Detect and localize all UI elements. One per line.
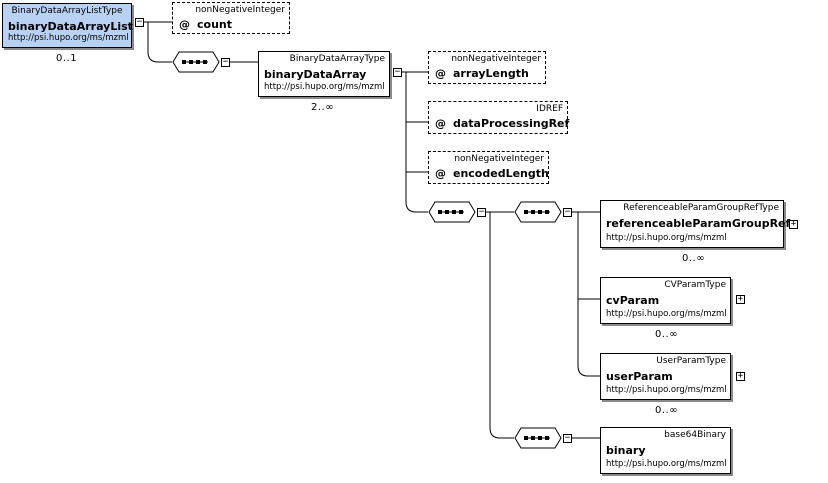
binary-data-array-cardinality: 2..∞ [311,102,335,113]
attribute-type: nonNegativeInteger [195,5,285,15]
binary-data-array-element[interactable]: BinaryDataArrayType binaryDataArray http… [258,51,390,97]
cv-param-element[interactable]: CVParamType cvParam http://psi.hupo.org/… [600,277,731,324]
user-param-cardinality: 0..∞ [655,405,679,416]
encoded-length-attribute[interactable]: nonNegativeInteger @ encodedLength [428,151,549,184]
element-type: BinaryDataArrayListType [11,6,123,16]
attribute-type: nonNegativeInteger [451,54,541,64]
array-length-attribute[interactable]: nonNegativeInteger @ arrayLength [428,51,546,84]
element-namespace: http://psi.hupo.org/ms/mzml [8,33,129,43]
sequence-compositor-icon[interactable] [172,51,220,73]
cv-param-cardinality: 0..∞ [655,329,679,340]
element-name: userParam [606,370,673,383]
element-namespace: http://psi.hupo.org/ms/mzml [606,385,727,395]
attribute-name: arrayLength [453,67,529,80]
expand-toggle-referenceable-param-group-ref[interactable]: + [789,219,798,229]
sequence-compositor-icon[interactable] [514,427,562,449]
collapse-toggle-binary-data-array[interactable]: − [393,67,402,77]
root-cardinality: 0..1 [56,53,78,64]
element-type: base64Binary [664,430,726,440]
element-namespace: http://psi.hupo.org/ms/mzml [606,309,727,319]
attribute-type: nonNegativeInteger [454,154,544,164]
attribute-name: dataProcessingRef [453,117,570,130]
attribute-name: encodedLength [453,167,549,180]
referenceable-param-group-ref-cardinality: 0..∞ [682,253,706,264]
sequence-compositor-icon[interactable] [514,201,562,223]
collapse-toggle-sequence-3[interactable]: − [563,207,572,217]
collapse-toggle-sequence-2[interactable]: − [477,207,486,217]
collapse-toggle-sequence-1[interactable]: − [221,57,230,67]
user-param-element[interactable]: UserParamType userParam http://psi.hupo.… [600,353,731,400]
element-type: UserParamType [656,356,726,366]
element-name: binary [606,444,646,457]
count-attribute[interactable]: nonNegativeInteger @ count [172,2,290,34]
data-processing-ref-attribute[interactable]: IDREF @ dataProcessingRef [428,101,570,134]
binary-data-array-list-element[interactable]: BinaryDataArrayListType binaryDataArrayL… [2,3,133,48]
attribute-name: count [197,18,232,31]
attribute-symbol: @ [179,18,190,31]
attribute-symbol: @ [435,117,446,130]
element-type: CVParamType [664,280,726,290]
attribute-symbol: @ [435,67,446,80]
collapse-toggle-root[interactable]: − [135,17,144,27]
element-name: binaryDataArrayList [8,20,133,33]
element-name: binaryDataArray [264,68,367,81]
expand-toggle-user-param[interactable]: + [736,371,745,381]
referenceable-param-group-ref-element[interactable]: ReferenceableParamGroupRefType reference… [600,200,790,248]
attribute-symbol: @ [435,167,446,180]
attribute-type: IDREF [536,104,563,114]
element-type: ReferenceableParamGroupRefType [623,203,779,213]
binary-element[interactable]: base64Binary binary http://psi.hupo.org/… [600,427,731,474]
collapse-toggle-sequence-4[interactable]: − [563,433,572,443]
element-namespace: http://psi.hupo.org/ms/mzml [264,82,385,92]
element-namespace: http://psi.hupo.org/ms/mzml [606,459,727,469]
expand-toggle-cv-param[interactable]: + [736,294,745,304]
element-name: referenceableParamGroupRef [606,217,791,230]
sequence-compositor-icon[interactable] [428,201,476,223]
element-type: BinaryDataArrayType [289,54,385,64]
element-namespace: http://psi.hupo.org/ms/mzml [606,233,727,243]
element-name: cvParam [606,294,660,307]
